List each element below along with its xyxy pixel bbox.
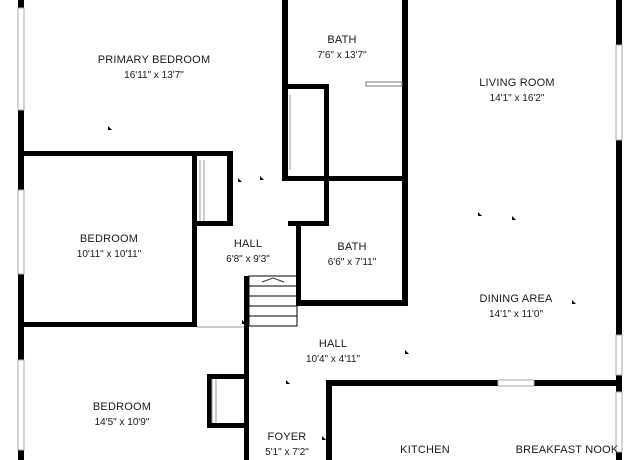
- marker-14: [322, 436, 326, 440]
- wall-bedroom-right: [192, 151, 197, 327]
- room-name: BEDROOM: [79, 233, 139, 245]
- marker-8: [192, 240, 196, 244]
- room-bath-mid: BATH 6'6" x 7'11": [328, 240, 377, 270]
- room-hall-low: HALL 10'4" x 4'11": [306, 337, 360, 367]
- room-name: BREAKFAST NOOK: [515, 444, 619, 456]
- marker-7: [512, 216, 516, 220]
- room-bedroom-low: BEDROOM 14'5" x 10'9": [93, 400, 151, 430]
- windows: [17, 7, 623, 453]
- room-hall-mid: HALL 6'8" x 9'3": [226, 237, 270, 267]
- wall-foyer-closet-bottom: [207, 423, 249, 428]
- room-dimensions: 10'4" x 4'11": [305, 354, 361, 365]
- window-left-1: [17, 7, 25, 111]
- door-markers: [108, 26, 576, 440]
- window-right-2: [615, 334, 623, 376]
- wall-closet-bottom: [192, 221, 233, 226]
- wall-bath-mid-left: [296, 224, 301, 306]
- room-dimensions: 14'1" x 11'0": [488, 309, 544, 320]
- wall-stair-left: [244, 276, 249, 460]
- wall-kitchen-top: [326, 380, 622, 386]
- room-foyer: FOYER 5'1" x 7'2": [265, 430, 309, 460]
- room-dining-area: DINING AREA 14'1" x 11'0": [479, 292, 552, 322]
- wall-bath-notch-top: [282, 84, 329, 89]
- wall-bath-top-bottom: [282, 176, 408, 181]
- stair-arrow: [261, 277, 285, 283]
- wall-bath-top-right: [402, 0, 408, 304]
- marker-3: [260, 176, 264, 180]
- window-right-1: [615, 44, 623, 141]
- wall-right-outer: [616, 0, 622, 460]
- stairs: [248, 275, 298, 327]
- room-dimensions: 6'6" x 7'11": [327, 257, 377, 268]
- room-kitchen: KITCHEN: [400, 443, 450, 458]
- room-dimensions: 5'1" x 7'2": [265, 447, 309, 458]
- opening-dining-kitchen: [497, 379, 535, 387]
- marker-9: [402, 262, 406, 266]
- wall-foyer-closet-left: [207, 374, 212, 428]
- room-dimensions: 16'11" x 13'7": [124, 70, 184, 81]
- wall-bath-notch-right: [324, 84, 329, 226]
- room-dimensions: 14'1" x 16'2": [489, 93, 545, 104]
- room-dimensions: 10'11" x 10'11": [76, 249, 142, 260]
- wall-bath-mid-bottom: [296, 300, 408, 306]
- marker-15: [242, 320, 246, 324]
- wall-bath-notch-bottom: [288, 221, 329, 226]
- wall-foyer-closet-top: [207, 374, 249, 379]
- window-right-3: [615, 391, 623, 453]
- marker-2: [238, 178, 242, 182]
- room-name: BATH: [327, 34, 357, 46]
- marker-11: [405, 350, 409, 354]
- marker-5: [402, 94, 406, 98]
- room-dimensions: 14'5" x 10'9": [94, 417, 150, 428]
- room-name: PRIMARY BEDROOM: [97, 54, 211, 66]
- room-name: BATH: [337, 241, 367, 253]
- room-living-room: LIVING ROOM 14'1" x 16'2": [479, 76, 555, 106]
- wall-closet-right: [227, 151, 233, 226]
- marker-4: [402, 26, 406, 30]
- room-name: DINING AREA: [479, 293, 553, 305]
- room-dimensions: 6'8" x 9'3": [226, 254, 270, 265]
- marker-13: [410, 380, 414, 384]
- room-dimensions: 7'6" x 13'7": [317, 50, 367, 61]
- window-left-3: [17, 359, 25, 451]
- wall-kitchen-left: [326, 380, 332, 460]
- stair-outline: [248, 275, 298, 327]
- marker-18: [244, 410, 248, 414]
- room-name: HALL: [318, 338, 348, 350]
- marker-10: [370, 300, 374, 304]
- marker-17: [244, 350, 248, 354]
- window-left-2: [17, 189, 25, 275]
- wall-bath-top-left: [282, 0, 288, 180]
- room-primary-bedroom: PRIMARY BEDROOM 16'11" x 13'7": [98, 53, 211, 83]
- wall-bedroom-bottom: [18, 322, 197, 327]
- marker-12: [286, 380, 290, 384]
- room-breakfast-nook: BREAKFAST NOOK: [516, 443, 619, 458]
- marker-1: [108, 126, 112, 130]
- marker-16: [572, 300, 576, 304]
- marker-6: [478, 212, 482, 216]
- room-name: HALL: [233, 238, 263, 250]
- room-name: LIVING ROOM: [479, 77, 555, 89]
- room-name: FOYER: [267, 431, 307, 443]
- room-name: BEDROOM: [92, 401, 152, 413]
- room-name: KITCHEN: [400, 444, 450, 456]
- room-bedroom-mid: BEDROOM 10'11" x 10'11": [77, 232, 141, 262]
- wall-primary-bottom: [18, 151, 232, 156]
- bath-fixture: [365, 81, 403, 87]
- room-bath-top: BATH 7'6" x 13'7": [317, 33, 366, 63]
- thin-lines: [197, 95, 291, 423]
